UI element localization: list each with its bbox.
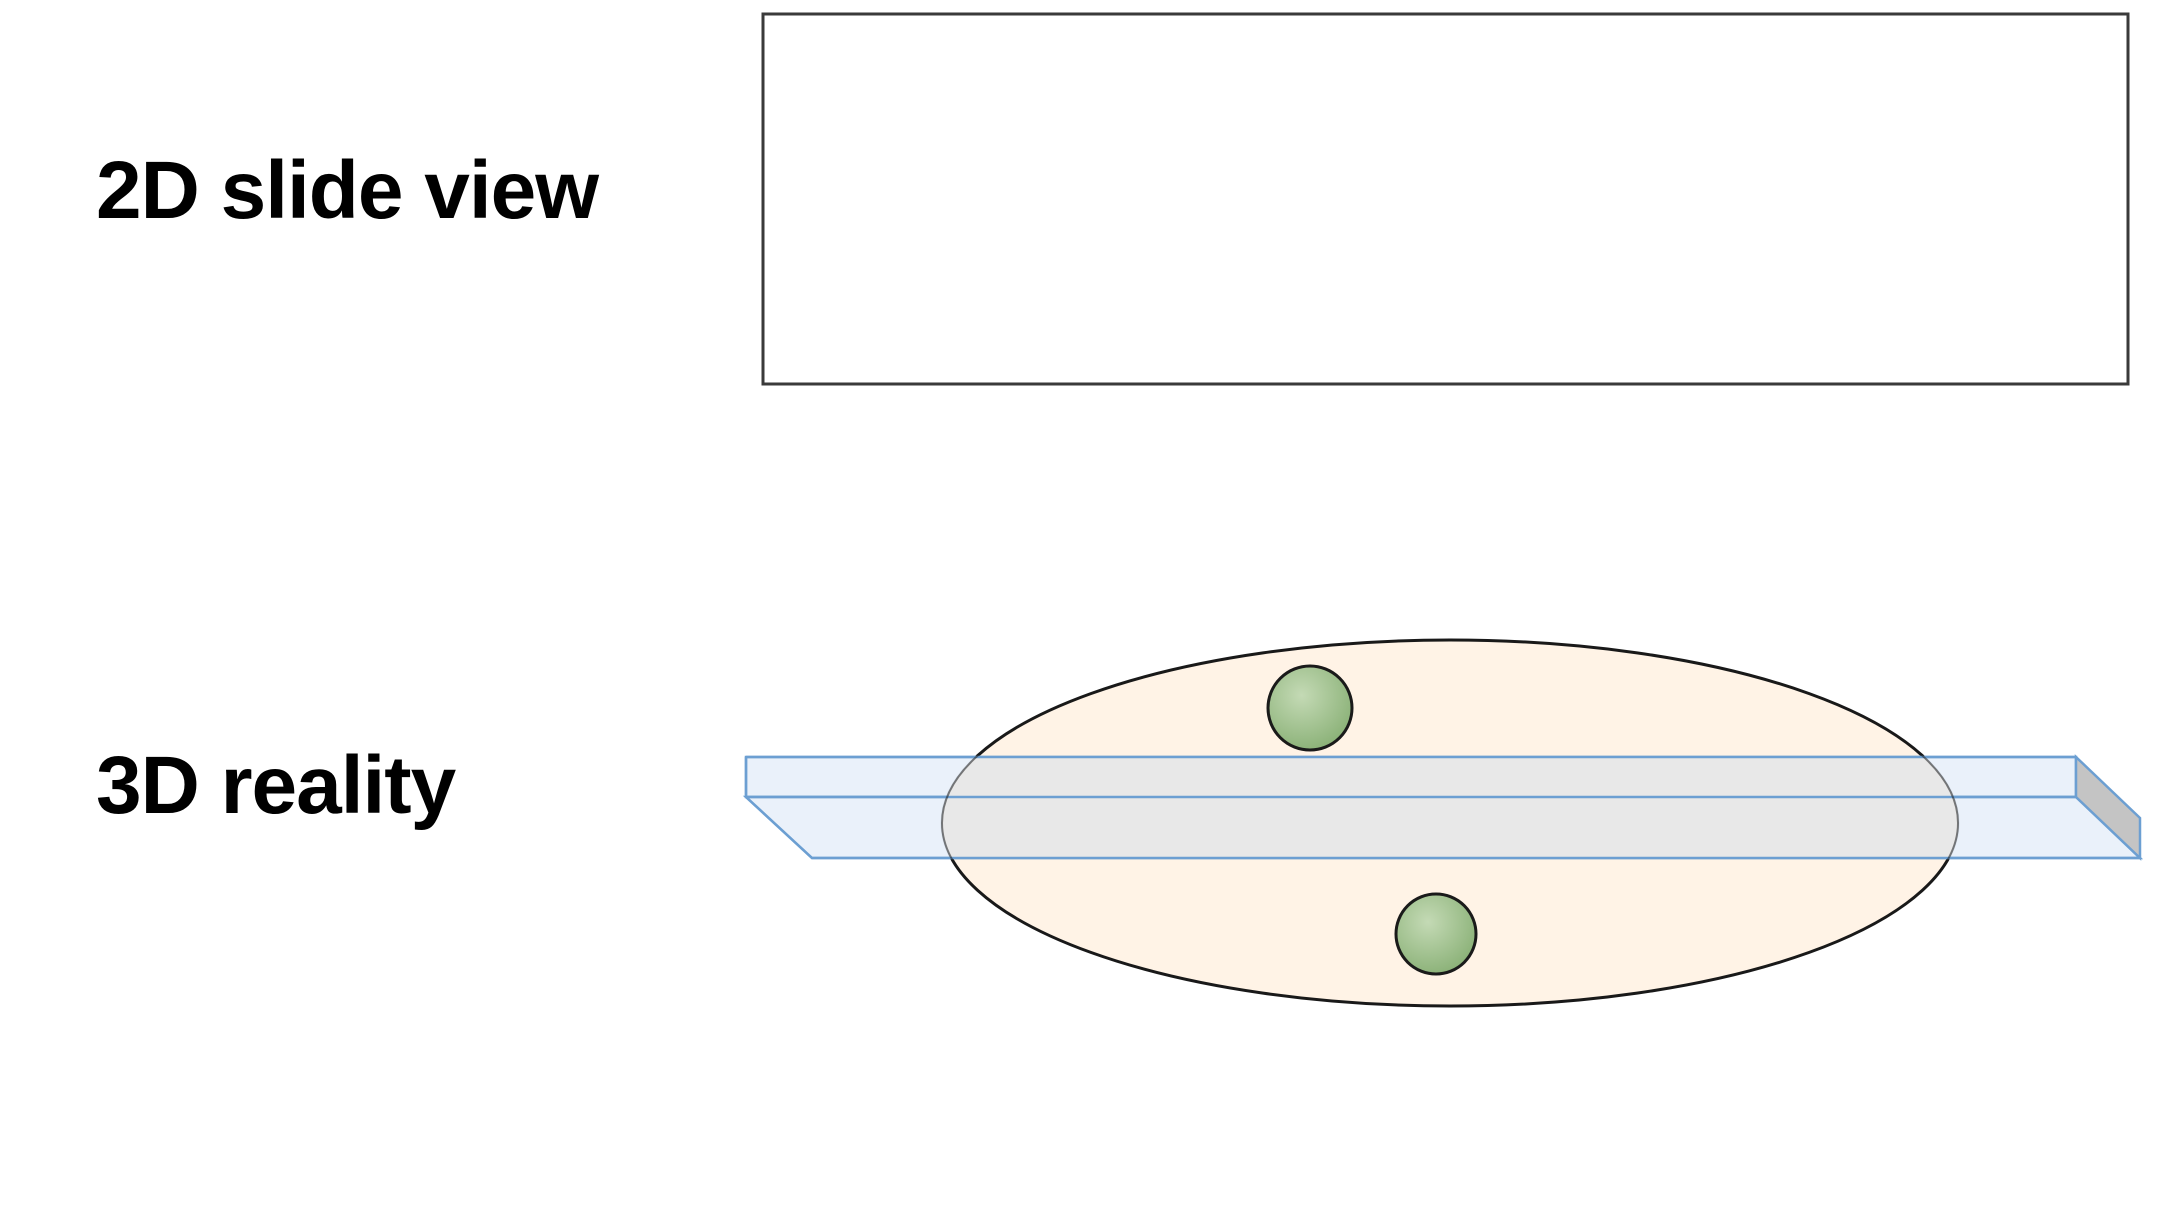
- cell-top: [1266, 664, 1354, 752]
- reality-label: 3D reality: [96, 740, 456, 831]
- slide-view-label: 2D slide view: [96, 145, 599, 236]
- slide-side-face: [2074, 754, 2142, 861]
- slide-view-frame: [761, 12, 2130, 386]
- slide-outline: [744, 755, 2140, 860]
- cell-bottom: [1394, 892, 1478, 976]
- slide-section-overlap: [942, 757, 1958, 858]
- tissue-ellipse-outline: [941, 639, 1959, 1007]
